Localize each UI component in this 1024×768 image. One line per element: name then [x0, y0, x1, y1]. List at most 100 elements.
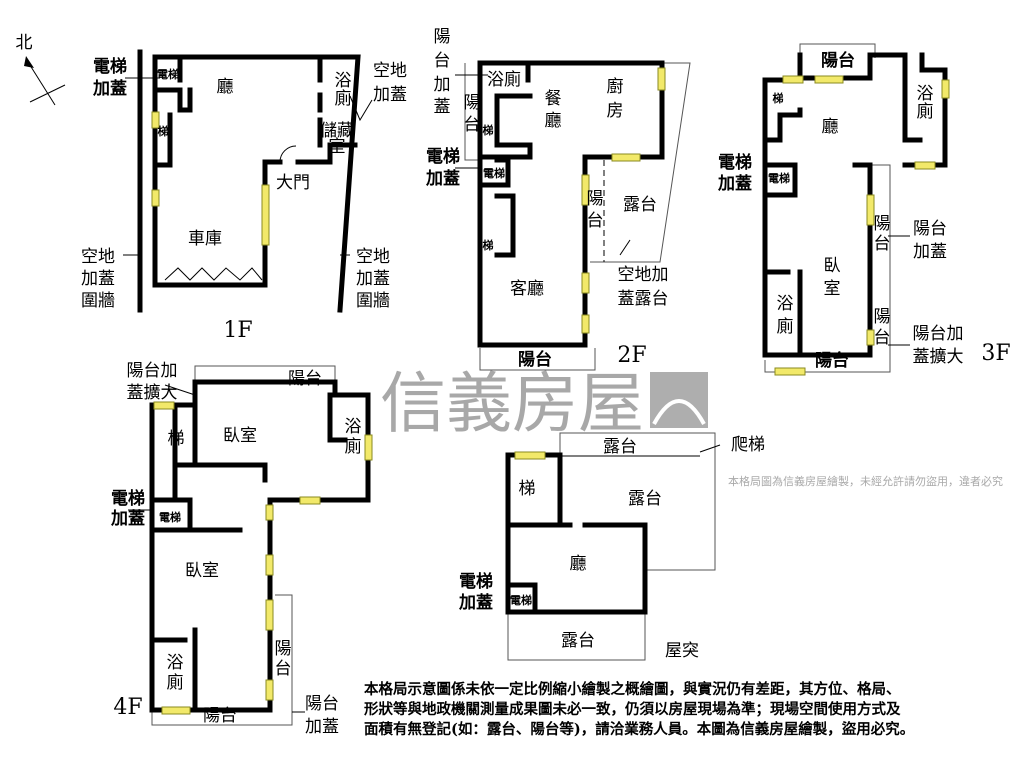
label-balcony-ext: 加	[434, 75, 451, 95]
label-open-wall: 加蓋	[356, 269, 390, 289]
label-bath: 浴廁	[487, 69, 521, 90]
label-stairs: 梯	[519, 479, 536, 499]
label-balcony-ext: 陽台	[913, 219, 947, 239]
north-compass: 北	[16, 33, 66, 106]
floor-roof-plan: 露台 爬梯 梯 露台 廳 電梯 加蓋 電梯 露台 屋突	[458, 432, 765, 661]
label-hall: 廳	[217, 77, 234, 97]
label-bedroom: 臥	[824, 256, 841, 276]
label-terrace: 露台	[623, 195, 657, 215]
label-main-door: 大門	[276, 173, 310, 193]
label-balcony-ext: 陽台加	[913, 324, 964, 344]
watermark-brand: 信義房屋	[380, 365, 644, 442]
label-elevator-ext: 電梯	[426, 146, 460, 167]
label-balcony: 陽台	[203, 706, 237, 726]
label-balcony: 陽	[275, 639, 292, 659]
floor-2f-plan: 陽 台 加 蓋 浴廁 陽 台 梯 餐 廳 廚 房 電梯 加蓋 電梯 陽 台 露台…	[425, 27, 691, 371]
label-bath: 浴	[167, 653, 184, 673]
floor-label-1f: 1F	[223, 318, 252, 343]
label-open-ext: 加蓋	[373, 85, 407, 105]
label-bath: 廁	[167, 672, 184, 693]
label-kitchen: 房	[607, 101, 624, 121]
label-balcony-ext: 加蓋	[913, 242, 947, 262]
floor-label-2f: 2F	[617, 343, 646, 368]
label-balcony: 陽	[587, 189, 604, 209]
label-balcony: 陽台	[288, 369, 322, 389]
label-elevator: 電梯	[483, 166, 505, 180]
floor-label-4f: 4F	[113, 695, 142, 720]
label-elevator-ext: 電梯	[93, 56, 127, 77]
label-terrace-ext: 空地加	[618, 265, 669, 285]
label-balcony: 陽台	[518, 349, 552, 370]
label-elevator-ext: 電梯	[111, 488, 145, 509]
label-balcony: 陽	[464, 93, 481, 113]
label-elevator: 電梯	[510, 593, 532, 607]
north-label: 北	[16, 33, 33, 53]
disclaimer-line: 形狀等與地政機關測量成果圖未必一致，仍須以房屋現場為準；現場空間使用方式及	[364, 701, 901, 718]
label-elevator-ext: 加蓋	[425, 169, 460, 189]
label-bath: 浴	[777, 294, 794, 314]
label-balcony: 陽台	[821, 50, 855, 71]
label-bath: 浴	[335, 71, 352, 91]
label-bath: 廁	[335, 88, 352, 109]
label-terrace: 露台	[628, 489, 662, 509]
label-open-wall: 圍牆	[356, 291, 390, 311]
disclaimer-line: 本格局示意圖係未依一定比例縮小繪製之概繪圖，與實況仍有差距，其方位、格局、	[364, 681, 901, 698]
label-open-wall: 加蓋	[81, 269, 115, 289]
label-balcony-ext: 陽台	[305, 694, 339, 714]
label-balcony-ext: 加蓋	[305, 717, 339, 737]
floor-1f-plan: 電梯 加蓋 電梯 廳 梯 浴 廁 儲藏 室 空地 加蓋 大門 車庫 空地 加蓋 …	[81, 49, 407, 343]
label-balcony: 台	[874, 234, 891, 254]
label-bath: 廁	[345, 436, 362, 457]
label-stairs: 梯	[168, 429, 185, 449]
label-balcony-ext: 蓋	[434, 97, 451, 117]
label-storage: 室	[329, 137, 346, 157]
label-balcony-ext: 蓋擴大	[913, 347, 964, 367]
watermark-notice: 本格局圖為信義房屋繪製，未經允許請勿盜用，違者必究	[728, 474, 1003, 488]
label-open-wall: 空地	[356, 247, 390, 267]
label-elevator-ext: 加蓋	[110, 509, 145, 529]
label-garage: 車庫	[188, 229, 222, 249]
floor-4f-plan: 陽台加 蓋擴大 陽台 梯 臥室 浴 廁 電梯 加蓋 電梯 臥室 浴 廁 陽 台 …	[110, 361, 373, 737]
label-kitchen: 廚	[607, 76, 624, 97]
label-balcony: 台	[587, 211, 604, 231]
label-bath: 浴	[345, 417, 362, 437]
label-elevator-ext: 加蓋	[717, 174, 752, 194]
label-storage: 儲藏	[320, 121, 354, 141]
label-balcony-ext: 陽台加	[127, 361, 178, 381]
label-balcony-ext: 台	[434, 51, 451, 71]
label-terrace-ext: 蓋露台	[618, 289, 669, 309]
label-stairs: 梯	[158, 124, 169, 138]
label-bath: 浴	[917, 84, 934, 104]
label-living-room: 客廳	[510, 279, 544, 299]
label-balcony: 陽	[874, 214, 891, 234]
watermark: 信義房屋 本格局圖為信義房屋繪製，未經允許請勿盜用，違者必究	[380, 365, 1003, 488]
label-balcony: 台	[275, 659, 292, 679]
label-elevator-ext: 加蓋	[458, 593, 493, 613]
label-stairs: 梯	[483, 238, 494, 252]
label-balcony-ext: 蓋擴大	[127, 383, 178, 403]
label-elevator-ext: 電梯	[459, 571, 493, 592]
label-balcony: 台	[464, 115, 481, 135]
floor-label-roof: 屋突	[665, 641, 699, 661]
label-stairs: 梯	[483, 123, 494, 137]
label-open-ext: 空地	[373, 61, 407, 81]
label-elevator: 電梯	[768, 171, 790, 185]
disclaimer-line: 面積有無登記(如：露台、陽台等)，請洽業務人員。本圖為信義房屋繪製，盜用必究。	[364, 721, 915, 738]
label-bedroom: 臥室	[185, 561, 219, 581]
floor-3f-plan: 陽台 梯 浴 廁 廳 電梯 加蓋 電梯 陽 台 陽台 加蓋 臥 室 浴 廁 陽 …	[717, 43, 1011, 376]
label-elevator: 電梯	[157, 67, 179, 81]
label-ladder: 爬梯	[731, 435, 765, 455]
label-open-wall: 空地	[81, 247, 115, 267]
floor-label-3f: 3F	[981, 341, 1010, 366]
label-balcony-ext: 陽	[434, 27, 451, 47]
label-bath: 廁	[917, 101, 934, 122]
label-bath: 廁	[777, 316, 794, 337]
label-balcony: 陽	[874, 307, 891, 327]
label-balcony: 陽台	[815, 350, 849, 371]
disclaimer-note: 本格局示意圖係未依一定比例縮小繪製之概繪圖，與實況仍有差距，其方位、格局、 形狀…	[364, 680, 984, 740]
label-elevator-ext: 電梯	[718, 152, 752, 173]
label-balcony: 台	[874, 328, 891, 348]
label-terrace: 露台	[561, 631, 595, 651]
label-bedroom: 臥室	[223, 426, 257, 446]
label-elevator-ext: 加蓋	[92, 79, 127, 99]
